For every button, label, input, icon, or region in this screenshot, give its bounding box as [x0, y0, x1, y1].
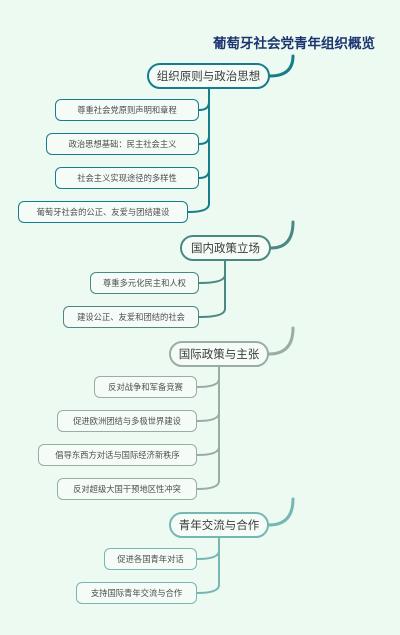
leaf-connector — [198, 274, 226, 284]
branch-connector — [267, 497, 295, 527]
branch-youth-exchange[interactable]: 青年交流与合作 — [169, 512, 269, 538]
branch-domestic-policy[interactable]: 国内政策立场 — [180, 235, 271, 261]
leaf-european-unity[interactable]: 促进欧洲团结与多极世界建设 — [57, 410, 197, 432]
leaf-fair-society[interactable]: 建设公正、友爱和团结的社会 — [63, 306, 199, 328]
leaf-connector — [187, 203, 210, 213]
branch-connector — [268, 54, 295, 78]
leaf-youth-dialogue[interactable]: 促进各国青年对话 — [104, 548, 197, 570]
leaf-international-youth-cooperation[interactable]: 支持国际青年交流与合作 — [76, 582, 197, 604]
leaf-democratic-socialism[interactable]: 政治思想基础：民主社会主义 — [46, 133, 199, 155]
leaf-connector — [196, 550, 220, 560]
leaf-connector — [198, 135, 210, 145]
branch-connector — [267, 326, 295, 356]
leaf-connector — [196, 378, 220, 388]
leaf-connector — [198, 169, 210, 179]
leaf-east-west-dialogue[interactable]: 倡导东西方对话与国际经济新秩序 — [38, 444, 197, 466]
leaf-diverse-paths[interactable]: 社会主义实现途径的多样性 — [55, 167, 199, 189]
mindmap-title: 葡萄牙社会党青年组织概览 — [213, 36, 375, 52]
leaf-connector — [196, 480, 220, 490]
leaf-respect-party-principles[interactable]: 尊重社会党原则声明和章程 — [55, 99, 199, 121]
branch-international-policy[interactable]: 国际政策与主张 — [169, 341, 269, 367]
leaf-connector — [196, 412, 220, 422]
leaf-connector — [196, 584, 220, 594]
leaf-pluralist-democracy[interactable]: 尊重多元化民主和人权 — [90, 272, 199, 294]
leaf-connector — [198, 101, 210, 111]
leaf-oppose-intervention[interactable]: 反对超级大国干预地区性冲突 — [57, 478, 197, 500]
branch-organizational-principles[interactable]: 组织原则与政治思想 — [147, 63, 270, 89]
leaf-just-society-building[interactable]: 葡萄牙社会的公正、友爱与团结建设 — [18, 201, 188, 223]
leaf-connector — [198, 308, 226, 318]
leaf-oppose-war[interactable]: 反对战争和军备竞赛 — [94, 376, 197, 398]
branch-connector — [269, 220, 295, 250]
leaf-connector — [196, 446, 220, 456]
